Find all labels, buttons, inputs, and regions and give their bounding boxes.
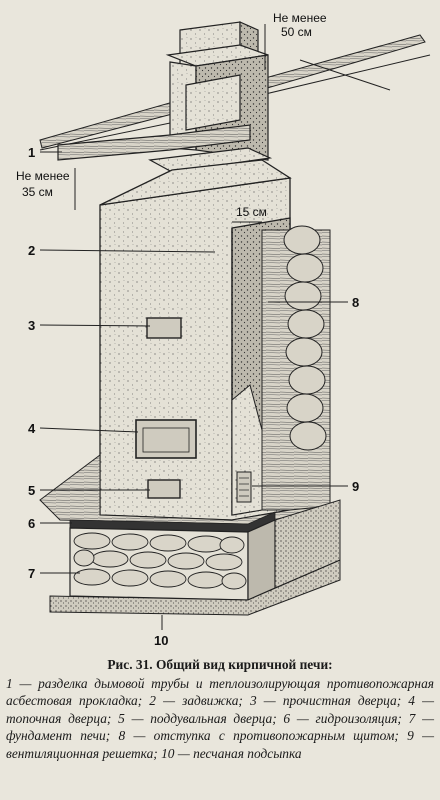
label-5: 5 <box>28 483 35 498</box>
dim-left-line1: Не менее <box>16 169 70 183</box>
roof <box>39 34 431 151</box>
figure-caption: Рис. 31. Общий вид кирпичной печи: 1 — р… <box>6 656 434 763</box>
label-6: 6 <box>28 516 35 531</box>
dim-side: 15 см <box>236 205 267 219</box>
label-2: 2 <box>28 243 35 258</box>
caption-title: Рис. 31. Общий вид кирпичной печи: <box>107 657 333 672</box>
cleaning-door <box>146 317 182 339</box>
sand-cushion <box>49 559 341 616</box>
foundation <box>69 519 276 601</box>
label-8: 8 <box>352 295 359 310</box>
stove-diagram: Не менее 50 см Не менее 35 см 15 см 1 2 … <box>16 11 431 648</box>
dim-top-line2: 50 см <box>281 25 312 39</box>
label-1: 1 <box>28 145 35 160</box>
caption-body: 1 — разделка дымовой трубы и теплоизолир… <box>6 675 434 761</box>
label-3: 3 <box>28 318 35 333</box>
dimension-lines <box>74 24 266 223</box>
dim-left-line2: 35 см <box>22 185 53 199</box>
dim-top-line1: Не менее <box>273 11 327 25</box>
chimney-break <box>57 124 273 173</box>
label-4: 4 <box>28 421 36 436</box>
label-7: 7 <box>28 566 35 581</box>
label-9: 9 <box>352 479 359 494</box>
leader-lines <box>39 151 348 630</box>
ash-door <box>147 479 181 499</box>
label-10: 10 <box>154 633 168 648</box>
vent-grille <box>236 471 252 503</box>
